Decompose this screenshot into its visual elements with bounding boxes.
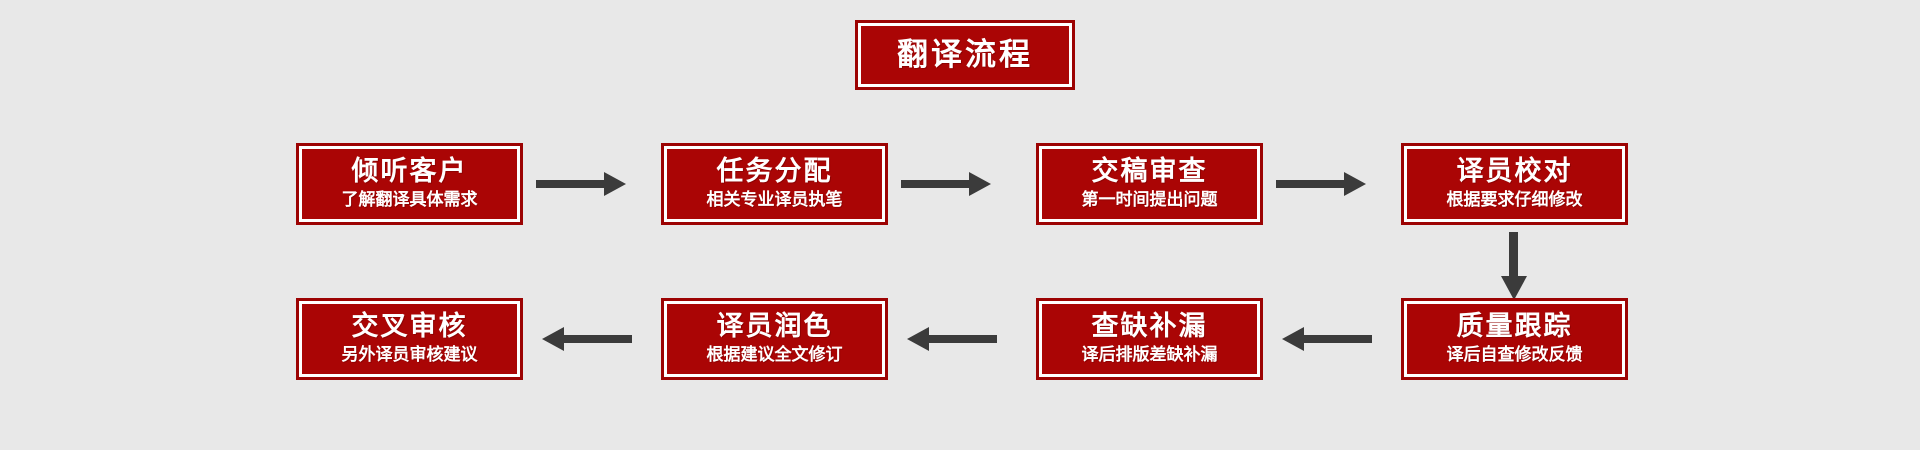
arrow-head [604, 172, 626, 196]
flow-node-title-1: 倾听客户 [351, 155, 468, 187]
arrow-head [1282, 327, 1304, 351]
flowchart-title-box: 翻译流程 [855, 20, 1075, 90]
arrow-head [1344, 172, 1366, 196]
flow-node-step-4: 译员校对 根据要求仔细修改 [1401, 143, 1628, 225]
arrow-shaft [1302, 335, 1372, 343]
arrow-down-icon-1 [1497, 232, 1531, 302]
flow-node-title-8: 交叉审核 [351, 310, 468, 342]
flow-node-subtitle-8: 另外译员审核建议 [341, 345, 478, 366]
flow-node-subtitle-3: 第一时间提出问题 [1081, 190, 1218, 211]
flow-node-subtitle-2: 相关专业译员执笔 [706, 190, 843, 211]
flow-node-step-1: 倾听客户 了解翻译具体需求 [296, 143, 523, 225]
arrow-head [542, 327, 564, 351]
flow-node-step-2: 任务分配 相关专业译员执笔 [661, 143, 888, 225]
arrow-head [907, 327, 929, 351]
flow-node-title-2: 任务分配 [716, 155, 833, 187]
arrow-left-icon-2 [901, 324, 997, 354]
arrow-left-icon-1 [1276, 324, 1372, 354]
arrow-shaft [562, 335, 632, 343]
arrow-right-icon-3 [1276, 169, 1372, 199]
flow-node-title-4: 译员校对 [1456, 155, 1573, 187]
flow-node-subtitle-7: 根据建议全文修订 [706, 345, 843, 366]
arrow-shaft [536, 180, 606, 188]
arrow-shaft [901, 180, 971, 188]
flow-node-title-5: 质量跟踪 [1456, 310, 1573, 342]
flow-node-subtitle-1: 了解翻译具体需求 [341, 190, 478, 211]
flow-node-subtitle-4: 根据要求仔细修改 [1446, 190, 1583, 211]
arrow-head [1501, 276, 1527, 300]
arrow-right-icon-2 [901, 169, 997, 199]
flowchart-title-text: 翻译流程 [897, 36, 1033, 73]
flow-node-step-8: 交叉审核 另外译员审核建议 [296, 298, 523, 380]
arrow-shaft [927, 335, 997, 343]
arrow-shaft [1276, 180, 1346, 188]
flow-node-title-6: 查缺补漏 [1091, 310, 1208, 342]
flow-node-subtitle-5: 译后自查修改反馈 [1446, 345, 1583, 366]
flow-node-title-7: 译员润色 [716, 310, 833, 342]
flow-node-step-5: 质量跟踪 译后自查修改反馈 [1401, 298, 1628, 380]
arrow-right-icon-1 [536, 169, 632, 199]
flow-node-step-6: 查缺补漏 译后排版差缺补漏 [1036, 298, 1263, 380]
arrow-shaft [1509, 232, 1518, 280]
flow-node-title-3: 交稿审查 [1091, 155, 1208, 187]
arrow-left-icon-3 [536, 324, 632, 354]
arrow-head [969, 172, 991, 196]
flow-node-step-3: 交稿审查 第一时间提出问题 [1036, 143, 1263, 225]
flow-node-step-7: 译员润色 根据建议全文修订 [661, 298, 888, 380]
flow-node-subtitle-6: 译后排版差缺补漏 [1081, 345, 1218, 366]
